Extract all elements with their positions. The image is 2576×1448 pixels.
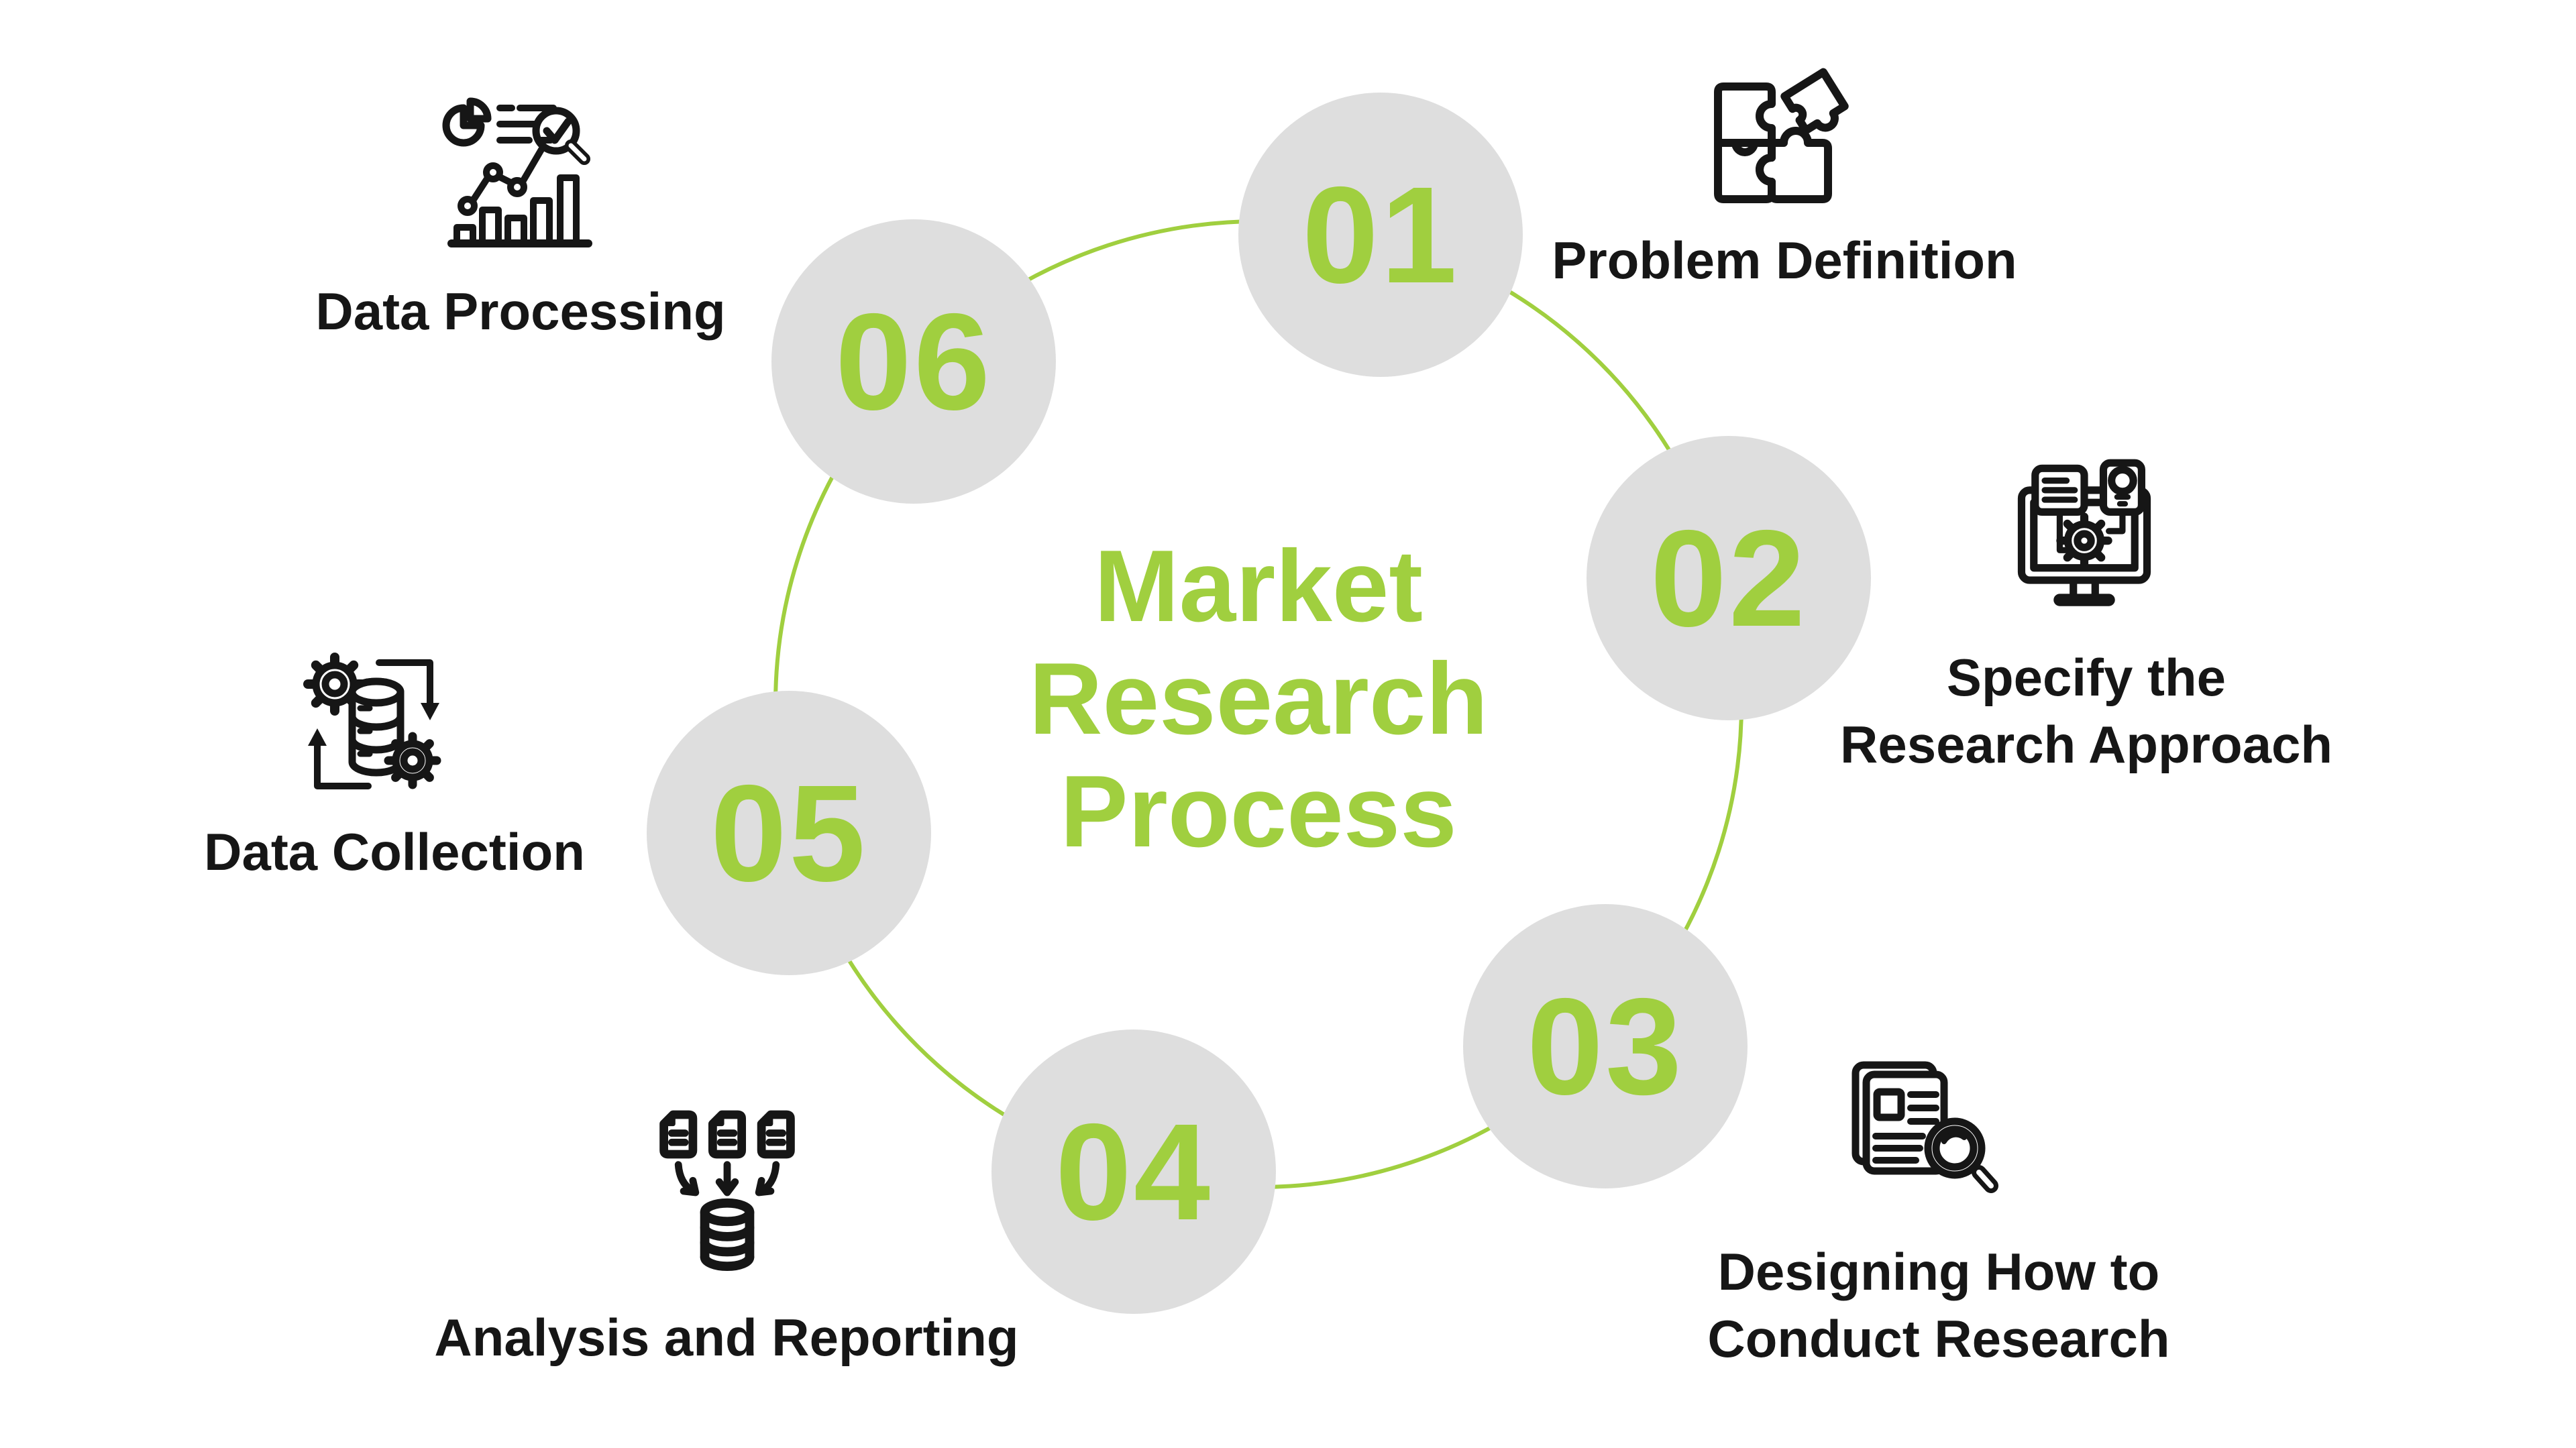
puzzle-icon (1697, 65, 1858, 226)
step-label-line: Designing How to (1717, 1242, 2160, 1301)
step-number-1: 01 (1301, 158, 1460, 312)
step-circle-4: 04 (991, 1029, 1276, 1314)
title-line-2: Research (1028, 642, 1489, 756)
step-label-line: Data Collection (204, 822, 585, 881)
title-line-1: Market (1094, 529, 1423, 643)
diagram-title: Market Research Process (789, 530, 1728, 868)
monitor-gear-icon (2002, 455, 2166, 618)
step-label-line: Analysis and Reporting (434, 1308, 1019, 1367)
step-number-3: 03 (1526, 969, 1684, 1123)
step-label-line: Problem Definition (1552, 231, 2017, 290)
step-label-line: Conduct Research (1707, 1309, 2170, 1368)
step-number-2: 02 (1650, 501, 1808, 655)
step-circle-2: 02 (1587, 436, 1871, 720)
step-circle-6: 06 (771, 219, 1056, 504)
step-circle-3: 03 (1463, 904, 1748, 1188)
step-label-data-collection: Data Collection (204, 818, 585, 885)
step-label-data-processing: Data Processing (315, 278, 725, 345)
step-label-problem-definition: Problem Definition (1552, 227, 2017, 294)
step-label-line: Data Processing (315, 282, 726, 341)
step-label-designing-research: Designing How to Conduct Research (1707, 1238, 2169, 1372)
step-label-analysis-reporting: Analysis and Reporting (434, 1304, 1018, 1371)
step-number-4: 04 (1055, 1095, 1213, 1249)
step-number-5: 05 (710, 756, 868, 910)
step-label-line: Research Approach (1839, 715, 2333, 774)
step-number-6: 06 (835, 284, 993, 439)
step-circle-1: 01 (1238, 93, 1523, 377)
step-label-line: Specify the (1946, 648, 2226, 707)
step-label-specify-research-approach: Specify the Research Approach (1840, 644, 2332, 778)
analytics-chart-icon (435, 89, 610, 264)
step-circle-5: 05 (647, 691, 931, 975)
database-gears-icon (293, 644, 454, 805)
document-magnifier-icon (1845, 1060, 2006, 1221)
title-line-3: Process (1060, 755, 1457, 869)
documents-to-database-icon (648, 1107, 806, 1278)
